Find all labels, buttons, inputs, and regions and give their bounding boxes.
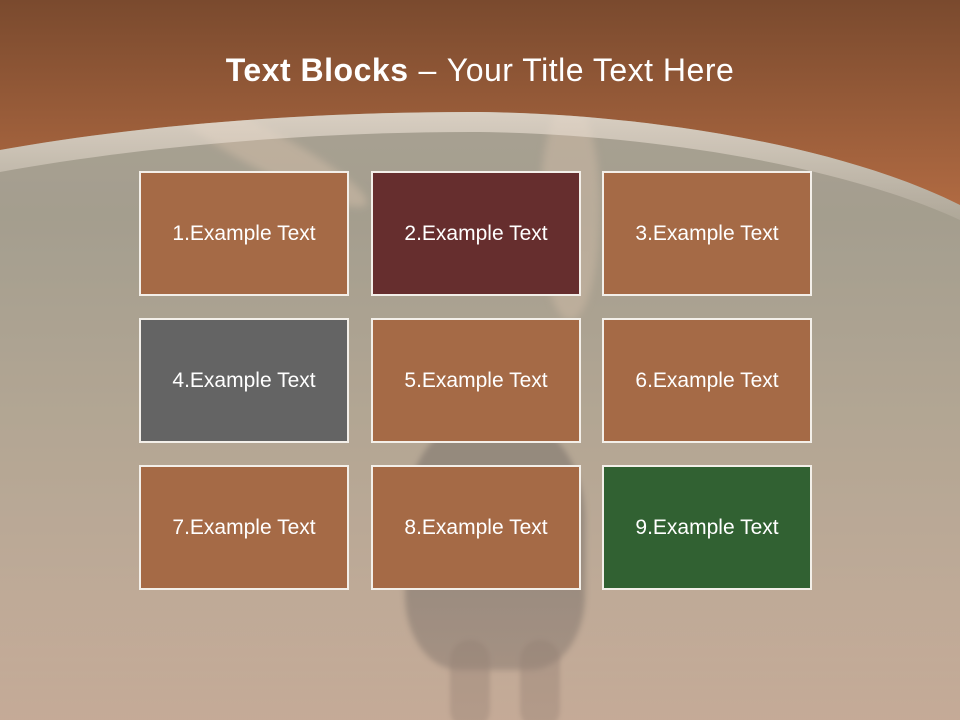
background-photo-leg (450, 640, 490, 720)
slide-title: Text Blocks–Your Title Text Here (0, 52, 960, 89)
title-bold: Text Blocks (225, 52, 409, 88)
text-block-8[interactable]: 8.Example Text (371, 465, 581, 590)
header-band (0, 0, 960, 220)
text-block-9[interactable]: 9.Example Text (602, 465, 812, 590)
title-separator: – (418, 52, 437, 88)
text-block-6[interactable]: 6.Example Text (602, 318, 812, 443)
background-photo-leg (520, 640, 560, 720)
text-block-7[interactable]: 7.Example Text (139, 465, 349, 590)
header-rim (0, 112, 960, 220)
text-block-3[interactable]: 3.Example Text (602, 171, 812, 296)
text-block-5[interactable]: 5.Example Text (371, 318, 581, 443)
title-rest: Your Title Text Here (446, 52, 735, 88)
text-block-4[interactable]: 4.Example Text (139, 318, 349, 443)
text-block-1[interactable]: 1.Example Text (139, 171, 349, 296)
text-block-2[interactable]: 2.Example Text (371, 171, 581, 296)
